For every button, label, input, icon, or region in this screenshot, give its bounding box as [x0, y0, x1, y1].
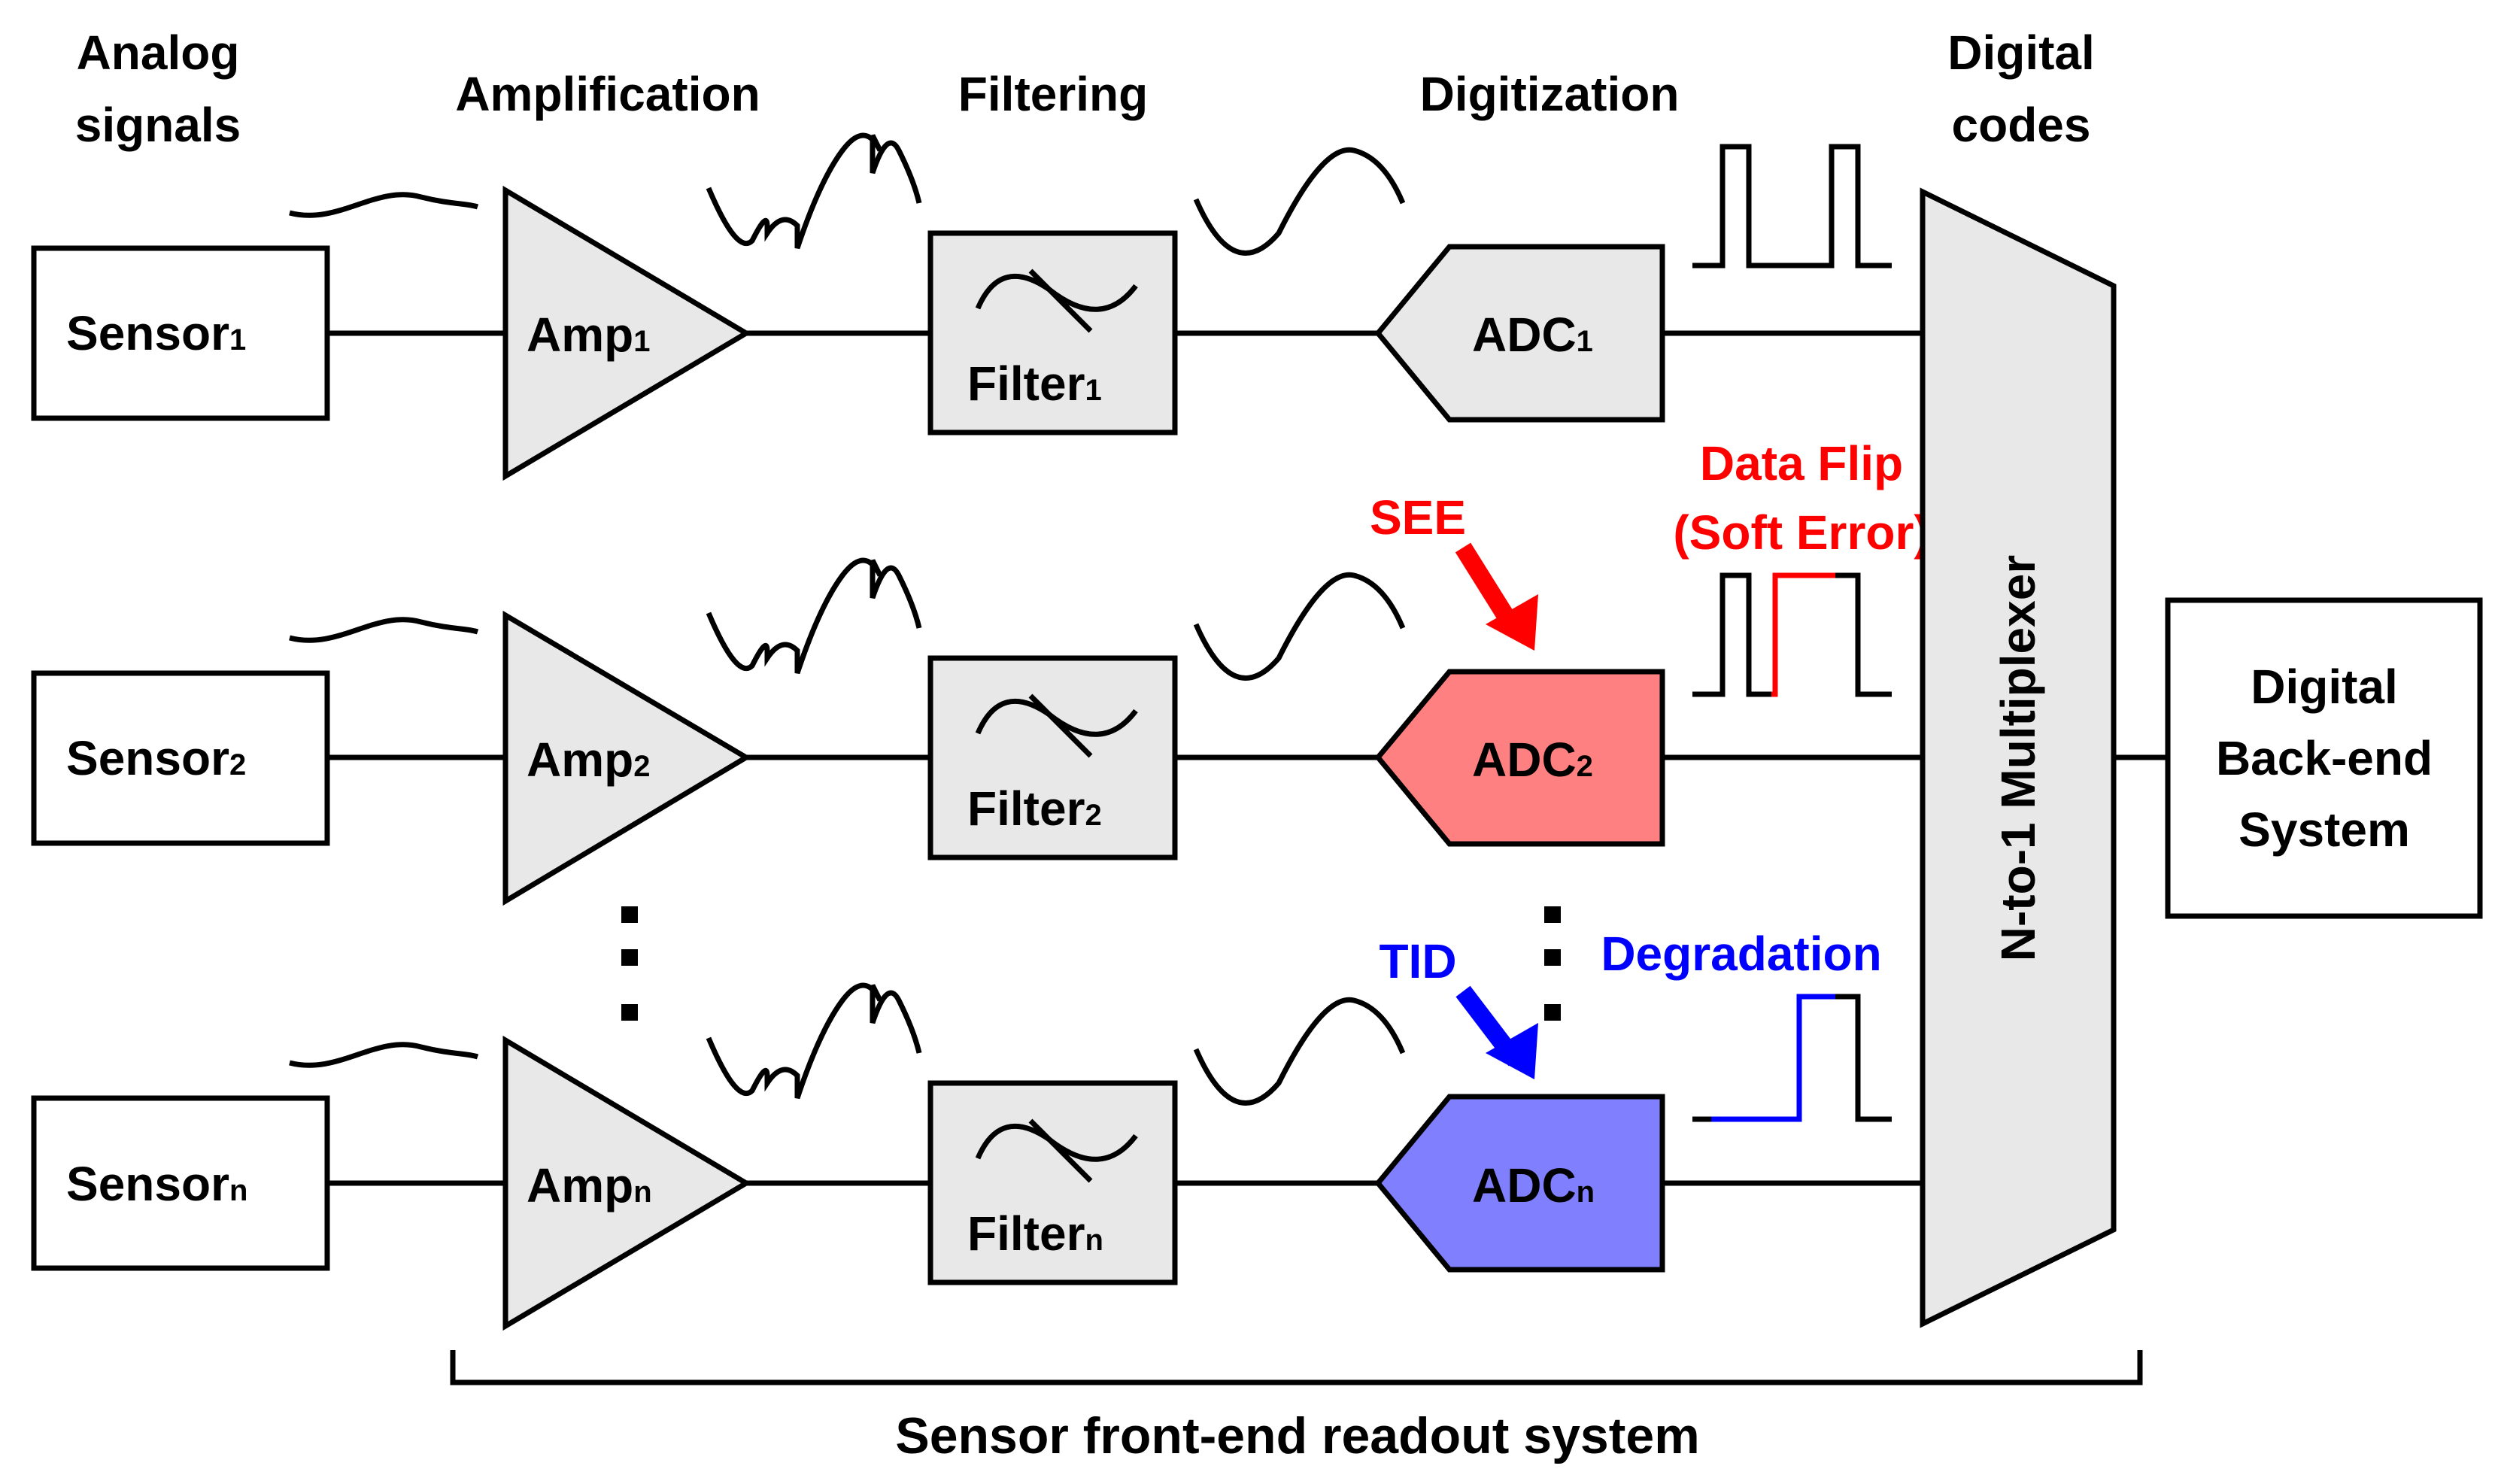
amp-label: Amp2 — [527, 733, 650, 787]
see-arrow-head — [1486, 594, 1538, 651]
filtered-waveform — [1193, 147, 1406, 256]
analog-waveform — [289, 192, 479, 218]
svg-text:Digital: Digital — [2251, 660, 2398, 714]
amp-label: Amp1 — [527, 308, 650, 362]
see-annotation: SEE — [1370, 490, 1538, 651]
svg-text:System: System — [2239, 803, 2410, 857]
backend-block — [2165, 597, 2483, 919]
filtered-waveform — [1193, 572, 1406, 681]
digital-code-pulse-tail — [1835, 994, 1892, 1122]
stage-headings: Analog signals Amplification Filtering D… — [75, 26, 2095, 152]
tid-annotation: TID — [1379, 934, 1538, 1079]
degradation-label: Degradation — [1601, 927, 1881, 981]
channel-2 — [31, 557, 1923, 906]
bracket-label: Sensor front-end readout system — [895, 1407, 1699, 1464]
amp-label: Ampn — [527, 1158, 652, 1212]
channel-2-labels: Sensor2 Amp2 Filter2 ADC2 — [66, 731, 1593, 836]
filter-label: Filter2 — [967, 781, 1102, 836]
data-flip-annotation: Data Flip (Soft Error) — [1673, 436, 1929, 560]
analog-waveform — [289, 1042, 479, 1068]
filter-block — [927, 230, 1178, 435]
digital-code-pulse-tail — [1835, 572, 1892, 697]
amplified-waveform — [706, 557, 922, 675]
sensor-label: Sensor2 — [66, 731, 246, 785]
filter-label: Filtern — [967, 1206, 1103, 1261]
sensor-block — [31, 670, 330, 846]
channel-1-labels: Sensor1 Amp1 Filter1 ADC1 — [66, 306, 1593, 411]
channel-1 — [31, 132, 1923, 481]
amp-triangle — [502, 610, 751, 906]
tid-arrow-head — [1486, 1023, 1538, 1079]
front-end-bracket — [450, 1350, 2143, 1385]
filter-block — [927, 1080, 1178, 1285]
amp-triangle — [502, 1035, 751, 1331]
analog-waveform — [289, 617, 479, 643]
filter-symbol-cross — [1028, 269, 1093, 333]
filter-block — [927, 655, 1178, 860]
filter-label: Filter1 — [967, 357, 1102, 411]
digital-code-pulse — [1692, 144, 1892, 269]
adc-label: ADCn — [1472, 1158, 1595, 1212]
sensor-label: Sensor1 — [66, 306, 246, 360]
channel-n — [31, 982, 1923, 1331]
filter-symbol-cross — [1028, 1118, 1093, 1183]
amplified-waveform — [706, 982, 922, 1100]
heading-digital-codes-line2: codes — [1952, 98, 2091, 152]
sensor-block — [31, 245, 330, 421]
heading-amplification: Amplification — [455, 67, 760, 121]
svg-text:Back-end: Back-end — [2216, 731, 2433, 785]
sensor-block — [31, 1095, 330, 1271]
multiplexer-block — [1920, 187, 2117, 1328]
heading-analog-line1: Analog — [77, 26, 240, 80]
digital-code-pulse — [1692, 572, 1771, 697]
heading-digital-codes-line1: Digital — [1947, 26, 2095, 80]
amplified-waveform — [706, 132, 922, 250]
multiplexer-label: N-to-1 Multiplexer — [1991, 555, 2045, 961]
tid-label: TID — [1379, 934, 1456, 988]
heading-digitization: Digitization — [1420, 67, 1680, 121]
backend-label: Digital Back-end System — [2216, 660, 2433, 857]
adc-label: ADC1 — [1472, 308, 1593, 362]
adc-label: ADC2 — [1472, 733, 1593, 787]
sensor-label: Sensorn — [66, 1157, 247, 1211]
channel-n-labels: Sensorn Ampn Filtern ADCn — [66, 1157, 1595, 1261]
amp-triangle — [502, 185, 751, 481]
data-flip-line2: (Soft Error) — [1673, 505, 1929, 560]
heading-analog-line2: signals — [75, 98, 241, 152]
degradation-pulse — [1711, 994, 1835, 1122]
see-label: SEE — [1370, 490, 1466, 545]
filtered-waveform — [1193, 997, 1406, 1106]
data-flip-pulse — [1771, 572, 1835, 697]
filter-symbol-cross — [1028, 693, 1093, 758]
ellipsis-dots — [621, 906, 1561, 1021]
heading-filtering: Filtering — [958, 67, 1148, 121]
data-flip-line1: Data Flip — [1700, 436, 1903, 490]
